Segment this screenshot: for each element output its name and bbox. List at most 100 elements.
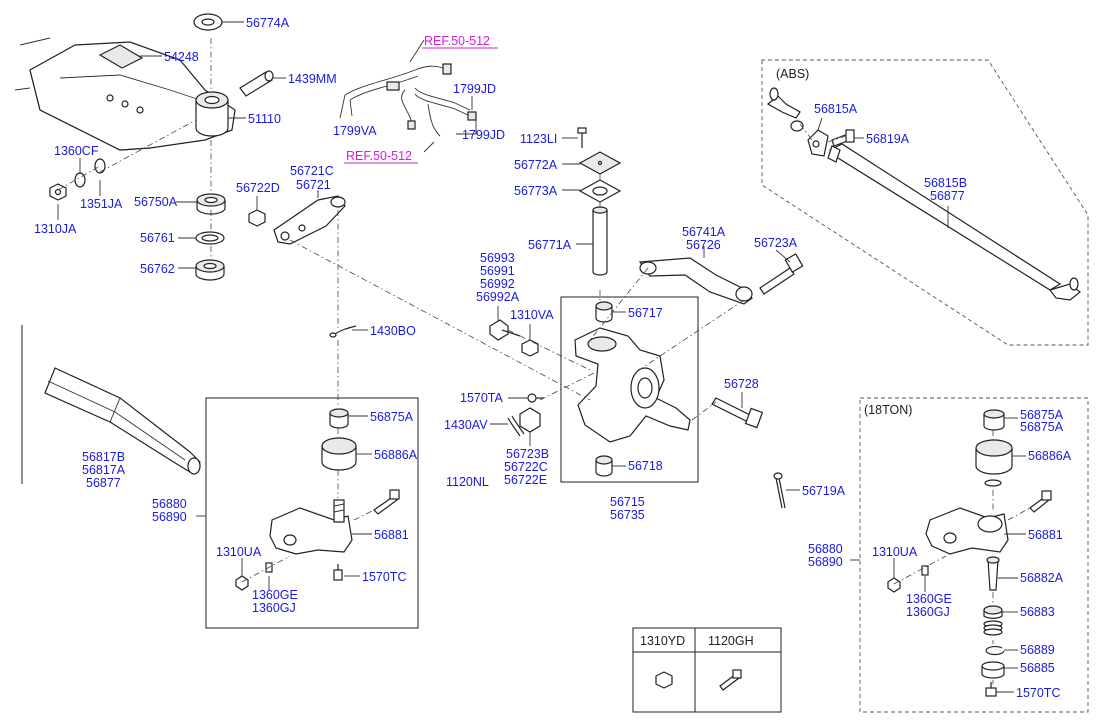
bolt-56723A (759, 253, 804, 295)
nut-56722D (248, 209, 266, 227)
cap-56885 (981, 661, 1005, 679)
label-56721[interactable]: 56721 (296, 178, 331, 192)
label-1439MM[interactable]: 1439MM (288, 72, 337, 86)
drag-link-56817 (44, 367, 201, 475)
legend-col2-header[interactable]: 1120GH (708, 634, 754, 648)
label-54248[interactable]: 54248 (164, 50, 199, 64)
assembly-lines (57, 38, 1031, 684)
label-56992A[interactable]: 56992A (476, 290, 520, 304)
label-56718[interactable]: 56718 (628, 459, 663, 473)
label-56750A[interactable]: 56750A (134, 195, 178, 209)
label-56882A[interactable]: 56882A (1020, 571, 1064, 585)
label-1360GJ-right[interactable]: 1360GJ (906, 605, 950, 619)
label-56889[interactable]: 56889 (1020, 643, 1055, 657)
label-1360GE-left[interactable]: 1360GE (252, 588, 298, 602)
label-1799VA[interactable]: 1799VA (333, 124, 377, 138)
pin-1360GE-right (921, 565, 929, 576)
label-56815B[interactable]: 56815B (924, 176, 967, 190)
label-1360GE-right[interactable]: 1360GE (906, 592, 952, 606)
label-1430BO[interactable]: 1430BO (370, 324, 416, 338)
legend-col1-header[interactable]: 1310YD (640, 634, 685, 648)
label-56741A[interactable]: 56741A (682, 225, 726, 239)
pitman-arm-56721 (273, 195, 346, 245)
bolt-1123LI (577, 127, 587, 148)
cap-56875A-left (329, 408, 349, 429)
label-56890-right[interactable]: 56890 (808, 555, 843, 569)
label-56881-right[interactable]: 56881 (1028, 528, 1063, 542)
label-56993[interactable]: 56993 (480, 251, 515, 265)
label-56722E[interactable]: 56722E (504, 473, 547, 487)
ref-50-512-top[interactable]: REF.50-512 (424, 34, 490, 48)
label-56992[interactable]: 56992 (480, 277, 515, 291)
label-1310VA[interactable]: 1310VA (510, 308, 554, 322)
left-detail-box (205, 397, 419, 629)
label-56991[interactable]: 56991 (480, 264, 515, 278)
label-56885[interactable]: 56885 (1020, 661, 1055, 675)
label-56723B[interactable]: 56723B (506, 447, 549, 461)
clamp-56815A (807, 129, 829, 157)
label-56772A[interactable]: 56772A (514, 158, 558, 172)
ref-50-512-bottom[interactable]: REF.50-512 (346, 149, 412, 163)
label-56815A[interactable]: 56815A (814, 102, 858, 116)
label-56721C[interactable]: 56721C (290, 164, 334, 178)
label-56886A-left[interactable]: 56886A (374, 448, 418, 462)
label-56715[interactable]: 56715 (610, 495, 645, 509)
label-56771A[interactable]: 56771A (528, 238, 572, 252)
label-56761[interactable]: 56761 (140, 231, 175, 245)
cap-56772A (578, 151, 622, 175)
bolt-56728 (711, 397, 764, 429)
label-56762[interactable]: 56762 (140, 262, 175, 276)
label-56735[interactable]: 56735 (610, 508, 645, 522)
label-1310JA[interactable]: 1310JA (34, 222, 77, 236)
legend-table (632, 627, 782, 713)
steering-arm-56726 (638, 257, 753, 305)
label-56728[interactable]: 56728 (724, 377, 759, 391)
legend-nut (655, 671, 673, 689)
label-1570TC-right[interactable]: 1570TC (1016, 686, 1060, 700)
label-56774A[interactable]: 56774A (246, 16, 290, 30)
seat-56886A-left (321, 437, 357, 471)
label-1360CF[interactable]: 1360CF (54, 144, 99, 158)
bolt-right-box (1029, 490, 1052, 513)
label-56883[interactable]: 56883 (1020, 605, 1055, 619)
label-1360GJ-left[interactable]: 1360GJ (252, 601, 296, 615)
leader-lines (57, 21, 1026, 693)
label-1123LI[interactable]: 1123LI (520, 132, 557, 146)
label-1430AV[interactable]: 1430AV (444, 418, 488, 432)
label-1570TC-left[interactable]: 1570TC (362, 570, 406, 584)
label-56875A-right-1[interactable]: 56875A (1020, 408, 1064, 422)
label-56817A[interactable]: 56817A (82, 463, 126, 477)
label-56722D[interactable]: 56722D (236, 181, 280, 195)
label-56819A[interactable]: 56819A (866, 132, 910, 146)
label-56886A-right[interactable]: 56886A (1028, 449, 1072, 463)
label-56877-right[interactable]: 56877 (930, 189, 965, 203)
label-56773A[interactable]: 56773A (514, 184, 558, 198)
label-1351JA[interactable]: 1351JA (80, 197, 123, 211)
label-56723A[interactable]: 56723A (754, 236, 798, 250)
bolt-left-box (373, 489, 400, 515)
label-51110[interactable]: 51110 (248, 112, 281, 126)
label-1310UA-left[interactable]: 1310UA (216, 545, 262, 559)
label-56726[interactable]: 56726 (686, 238, 721, 252)
label-56875A-right-2[interactable]: 56875A (1020, 420, 1064, 434)
label-56719A[interactable]: 56719A (802, 484, 846, 498)
label-56877-left[interactable]: 56877 (86, 476, 121, 490)
label-1799JD-b[interactable]: 1799JD (462, 128, 505, 142)
washer-1351JA (94, 158, 106, 174)
label-56880-right[interactable]: 56880 (808, 542, 843, 556)
label-56722C[interactable]: 56722C (504, 460, 548, 474)
label-56881-left[interactable]: 56881 (374, 528, 409, 542)
label-56717[interactable]: 56717 (628, 306, 663, 320)
ring-right (984, 479, 1002, 487)
label-1310UA-right[interactable]: 1310UA (872, 545, 918, 559)
label-56875A-left[interactable]: 56875A (370, 410, 414, 424)
nut-1310JA (49, 183, 67, 201)
label-1799JD-a[interactable]: 1799JD (453, 82, 496, 96)
label-1570TA[interactable]: 1570TA (460, 391, 504, 405)
seat-56886A-right (975, 439, 1013, 475)
label-56817B[interactable]: 56817B (82, 450, 125, 464)
label-1120NL[interactable]: 1120NL (446, 475, 489, 489)
label-56890-left[interactable]: 56890 (152, 510, 187, 524)
label-56880-left[interactable]: 56880 (152, 497, 187, 511)
